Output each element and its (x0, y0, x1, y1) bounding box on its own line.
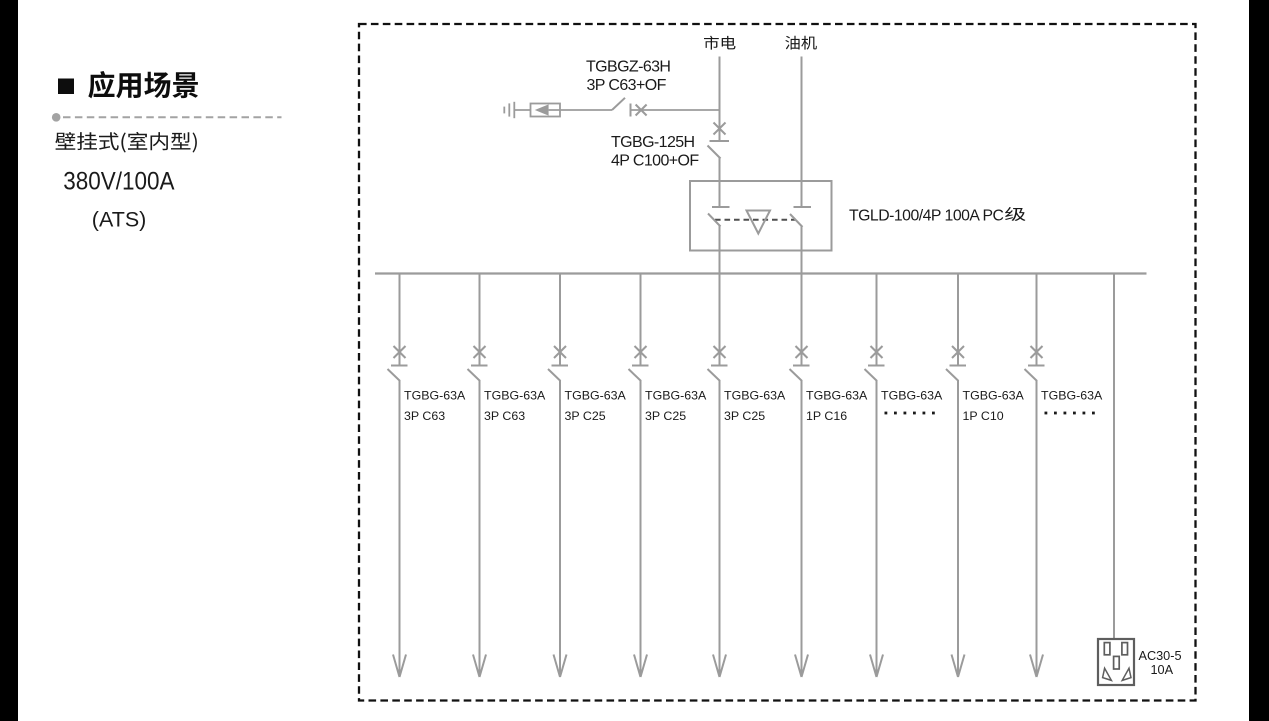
svg-text:3P C63: 3P C63 (404, 409, 445, 423)
svg-text:3P C63: 3P C63 (484, 409, 525, 423)
svg-text:TGBG-125H: TGBG-125H (611, 134, 695, 151)
svg-text:TGBG-63A: TGBG-63A (806, 389, 868, 403)
svg-text:4P C100+OF: 4P C100+OF (611, 153, 699, 170)
svg-text:TGBGZ-63H: TGBGZ-63H (586, 59, 670, 76)
svg-text:1P C16: 1P C16 (806, 409, 847, 423)
svg-text:TGBG-63A: TGBG-63A (724, 389, 786, 403)
svg-text:AC30-5: AC30-5 (1139, 649, 1182, 663)
svg-text:10A: 10A (1151, 663, 1174, 677)
svg-text:TGBG-63A: TGBG-63A (484, 389, 546, 403)
svg-text:TGBG-63A: TGBG-63A (565, 389, 627, 403)
svg-text:3P C63+OF: 3P C63+OF (587, 77, 667, 94)
svg-text:3P C25: 3P C25 (565, 409, 606, 423)
svg-text:TGBG-63A: TGBG-63A (963, 389, 1025, 403)
svg-text:380V/100A: 380V/100A (63, 167, 174, 196)
svg-text:TGBG-63A: TGBG-63A (404, 389, 466, 403)
svg-text:TGBG-63A: TGBG-63A (881, 389, 943, 403)
svg-text:3P C25: 3P C25 (645, 409, 686, 423)
svg-text:TGBG-63A: TGBG-63A (645, 389, 707, 403)
svg-text:TGBG-63A: TGBG-63A (1041, 389, 1103, 403)
svg-text:1P C10: 1P C10 (963, 409, 1004, 423)
svg-text:TGLD-100/4P 100A PC: TGLD-100/4P 100A PC (849, 208, 1004, 225)
svg-text:(ATS): (ATS) (92, 207, 147, 231)
svg-text:3P C25: 3P C25 (724, 409, 765, 423)
